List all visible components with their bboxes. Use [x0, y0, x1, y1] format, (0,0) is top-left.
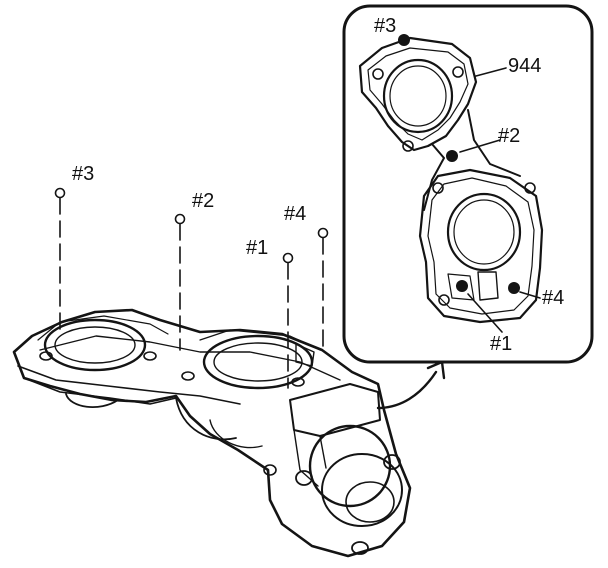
inset-leader-lines: [459, 67, 541, 333]
main-label-bolt-2: #2: [192, 190, 214, 212]
inset-label-part-944: 944: [508, 55, 541, 77]
gasket-outline: [358, 36, 544, 324]
inset-frame: [342, 4, 594, 364]
main-label-bolt-4: #4: [284, 203, 306, 225]
inset-label-bolt-4: #4: [542, 287, 564, 309]
bolt-4-marker: [317, 227, 329, 239]
inset-bolt-1-marker: [456, 280, 468, 292]
bolt-leader-lines: [54, 187, 329, 389]
inset-label-bolt-2: #2: [498, 125, 520, 147]
bolt-3-marker: [54, 187, 66, 199]
detail-arrow: [376, 360, 446, 410]
inset-label-bolt-3: #3: [374, 15, 396, 37]
inset-label-bolt-1: #1: [490, 333, 512, 355]
throttle-body-assembly: [12, 308, 412, 558]
gasket-detail-inset: #3 944 #2 #4 #1: [342, 4, 594, 364]
motor-end-cap: [308, 424, 392, 508]
main-label-bolt-1: #1: [246, 237, 268, 259]
left-bore: [43, 318, 147, 372]
inset-bolts: [398, 34, 520, 294]
inset-bolt-2-marker: [446, 150, 458, 162]
inset-bolt-3-marker: [398, 34, 410, 46]
inset-bolt-4-marker: [508, 282, 520, 294]
bolt-1-marker: [282, 252, 294, 264]
main-label-bolt-3: #3: [72, 163, 94, 185]
bolt-2-marker: [174, 213, 186, 225]
